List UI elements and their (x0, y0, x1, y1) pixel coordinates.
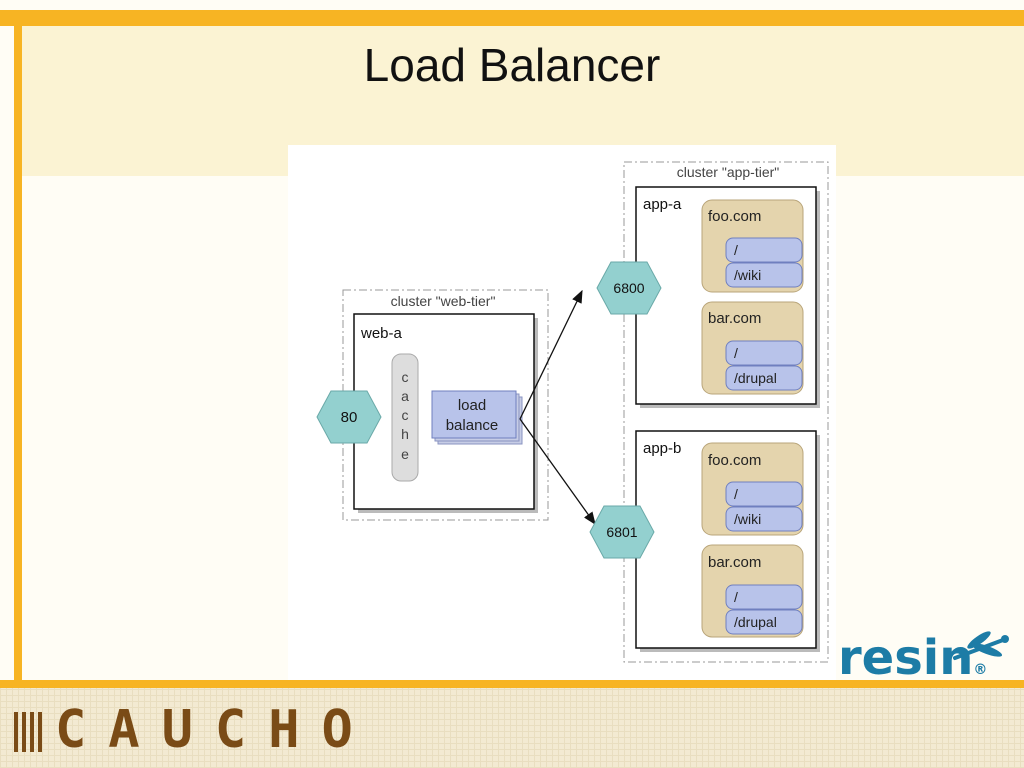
resin-logo-text: resin (838, 630, 974, 686)
app-a-label: app-a (643, 196, 682, 213)
app-a-foo-path-wiki (725, 262, 803, 288)
app-a-bar-path-root (725, 340, 803, 366)
app-b-label: app-b (643, 440, 681, 457)
load-balance-label-line1: load (458, 397, 486, 414)
arrow-to-6800 (519, 289, 583, 420)
app-a-foo-path-root-label: / (734, 242, 738, 258)
app-b-host-bar-label: bar.com (708, 554, 761, 571)
caucho-logo: CAUCHO (55, 700, 375, 760)
cache-box (391, 353, 419, 482)
port-6800-hexagon (596, 261, 662, 315)
port-80-hexagon (316, 390, 382, 444)
app-b-bar-path-drupal-label: /drupal (734, 614, 777, 630)
web-tier-cluster-label: cluster "web-tier" (391, 293, 496, 309)
cache-letter: e (401, 446, 409, 462)
app-a-bar-path-root-label: / (734, 345, 738, 361)
app-b-host-foo-label: foo.com (708, 452, 761, 469)
footer-pattern (0, 688, 1024, 768)
app-b-bar-path-root (725, 584, 803, 610)
load-balancer-diagram: cluster "web-tier" web-a c a c h e load … (288, 145, 836, 681)
cache-letters: c a c h e (401, 369, 409, 462)
left-accent-rail (14, 26, 22, 686)
app-a-bar-path-drupal-label: /drupal (734, 370, 777, 386)
top-accent-bar (0, 10, 1024, 26)
registered-mark: ® (973, 662, 988, 678)
app-a-host-bar-label: bar.com (708, 310, 761, 327)
cache-letter: c (402, 369, 409, 385)
app-b-bar-path-drupal (725, 609, 803, 635)
diagram-svg: cluster "web-tier" web-a c a c h e load … (316, 161, 829, 663)
app-a-bar-path-drupal (725, 365, 803, 391)
port-6801-label: 6801 (606, 524, 637, 540)
dragonfly-icon (953, 631, 1009, 660)
app-tier-cluster-border (623, 161, 829, 663)
app-b-foo-path-root-label: / (734, 486, 738, 502)
port-80-label: 80 (341, 409, 358, 426)
app-a-foo-path-root (725, 237, 803, 263)
port-6801-hexagon (589, 505, 655, 559)
cache-letter: c (402, 407, 409, 423)
footer (0, 688, 1024, 768)
resin-logo: resin® (838, 630, 987, 686)
app-b-foo-path-root (725, 481, 803, 507)
caucho-logo-mark (14, 712, 44, 752)
app-b-foo-path-wiki-label: /wiki (734, 511, 761, 527)
app-a-foo-path-wiki-label: /wiki (734, 267, 761, 283)
port-6800-label: 6800 (613, 280, 644, 296)
load-balance-label-line2: balance (446, 417, 499, 434)
web-a-label: web-a (360, 325, 403, 342)
app-b-bar-path-root-label: / (734, 589, 738, 605)
app-a-host-foo-label: foo.com (708, 208, 761, 225)
bottom-accent-bar (0, 680, 1024, 688)
app-b-foo-path-wiki (725, 506, 803, 532)
load-balance-box (431, 390, 517, 439)
slide-title: Load Balancer (363, 39, 661, 91)
cache-letter: a (401, 388, 409, 404)
cache-letter: h (401, 426, 409, 442)
app-tier-cluster-label: cluster "app-tier" (677, 164, 780, 180)
arrow-to-6801 (519, 418, 596, 526)
